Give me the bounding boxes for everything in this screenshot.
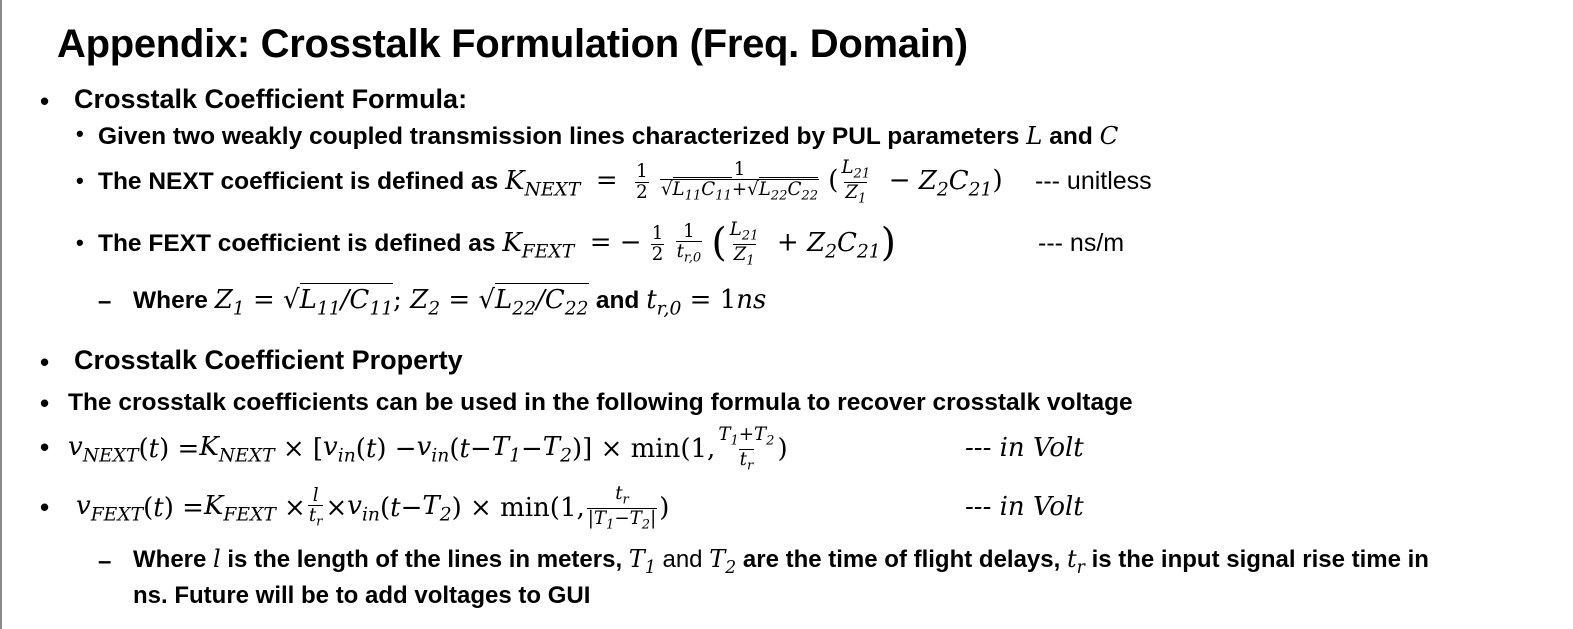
where-l-mid2: are the time of flight delays, xyxy=(742,546,1061,573)
section-heading-formula: Crosstalk Coefficient Formula: xyxy=(74,84,468,114)
property-description: The crosstalk coefficients can be used i… xyxy=(68,389,1133,416)
dash-marker: – xyxy=(98,288,112,315)
fext-text: The FEXT coefficient is defined as xyxy=(98,230,496,257)
vnext-unit: --- in Volt xyxy=(965,433,1084,463)
next-coefficient-line: The NEXT coefficient is defined as KNEXT… xyxy=(98,153,1003,211)
where-text: Where xyxy=(133,287,208,314)
where-z-line: Where Z1 = √L11/C11; Z2 = √L22/C22 and t… xyxy=(133,283,767,320)
bullet-dot: • xyxy=(76,168,84,193)
impedance-formula: Z1 = √L11/C11; Z2 = √L22/C22 xyxy=(214,283,589,320)
where-l-and: and xyxy=(662,546,703,573)
tr0-formula: tr,0 = 1ns xyxy=(646,285,767,320)
fext-coefficient-line: The FEXT coefficient is defined as KFEXT… xyxy=(98,215,896,273)
next-unit: --- unitless xyxy=(1035,167,1152,195)
vnext-formula: vNEXT(t) = KNEXT × [vin(t) − vin(t − T1 … xyxy=(68,424,788,474)
bullet-dot: • xyxy=(40,432,50,462)
bullet-dot: • xyxy=(40,347,50,377)
dash-marker: – xyxy=(98,548,112,575)
where-l-line2: ns. Future will be to add voltages to GU… xyxy=(133,582,591,609)
section-heading-property: Crosstalk Coefficient Property xyxy=(74,345,463,375)
bullet-dot: • xyxy=(76,230,84,255)
where-l-text: Where xyxy=(133,546,207,573)
given-text: Given two weakly coupled transmission li… xyxy=(98,123,1020,150)
where-l-mid1: is the length of the lines in meters, xyxy=(227,546,623,573)
where-and: and xyxy=(595,287,640,314)
where-l-line: Where l is the length of the lines in me… xyxy=(133,545,1429,579)
bullet-dot: • xyxy=(40,388,50,418)
bullet-dot: • xyxy=(40,492,50,522)
given-line: Given two weakly coupled transmission li… xyxy=(98,121,1118,151)
symbol-L: L xyxy=(1026,121,1043,150)
where-l-mid3: is the input signal rise time in xyxy=(1091,546,1429,573)
given-and: and xyxy=(1049,123,1093,150)
symbol-C: C xyxy=(1099,121,1119,150)
fext-unit: --- ns/m xyxy=(1038,229,1125,257)
page-title: Appendix: Crosstalk Formulation (Freq. D… xyxy=(57,22,968,66)
bullet-dot: • xyxy=(76,121,84,146)
next-text: The NEXT coefficient is defined as xyxy=(98,168,499,195)
vfext-unit: --- in Volt xyxy=(965,492,1084,522)
bullet-dot: • xyxy=(40,86,50,116)
